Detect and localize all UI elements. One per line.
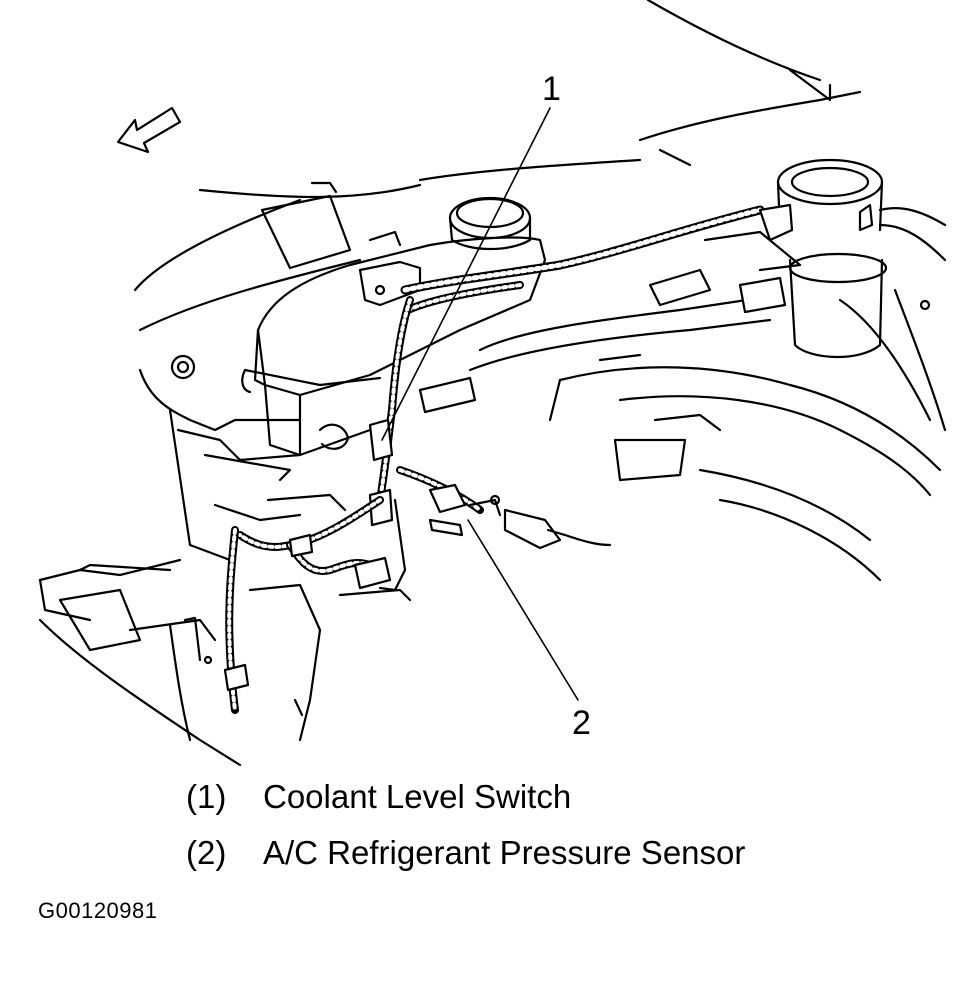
callout-leaders xyxy=(381,107,579,701)
legend-item-label: A/C Refrigerant Pressure Sensor xyxy=(263,834,746,871)
pressure-sensor-harness xyxy=(396,466,612,550)
legend-item: (1) Coolant Level Switch xyxy=(186,780,946,836)
legend: (1) Coolant Level Switch (2) A/C Refrige… xyxy=(186,780,946,892)
wire-harness-upper xyxy=(400,205,765,314)
inner-fender xyxy=(548,288,947,582)
wire-harness-lower xyxy=(223,496,407,714)
front-direction-arrow-icon xyxy=(116,106,182,154)
upper-body-structure xyxy=(198,0,862,270)
legend-item-number: (1) xyxy=(186,778,227,815)
callout-2-leader xyxy=(467,519,579,701)
legend-item-number: (2) xyxy=(186,834,227,871)
legend-item-label: Coolant Level Switch xyxy=(263,778,572,815)
lower-support xyxy=(38,558,412,767)
figure-id: G00120981 xyxy=(38,898,158,923)
callout-1-number: 1 xyxy=(542,70,561,108)
mounting-bracket xyxy=(358,230,422,307)
engine-compartment-illustration: 1 2 xyxy=(38,0,947,767)
hose-assembly xyxy=(468,230,802,372)
callout-2-number: 2 xyxy=(572,704,591,742)
callout-1-leader xyxy=(381,107,551,441)
canister xyxy=(758,158,947,359)
legend-item: (2) A/C Refrigerant Pressure Sensor xyxy=(186,836,946,892)
